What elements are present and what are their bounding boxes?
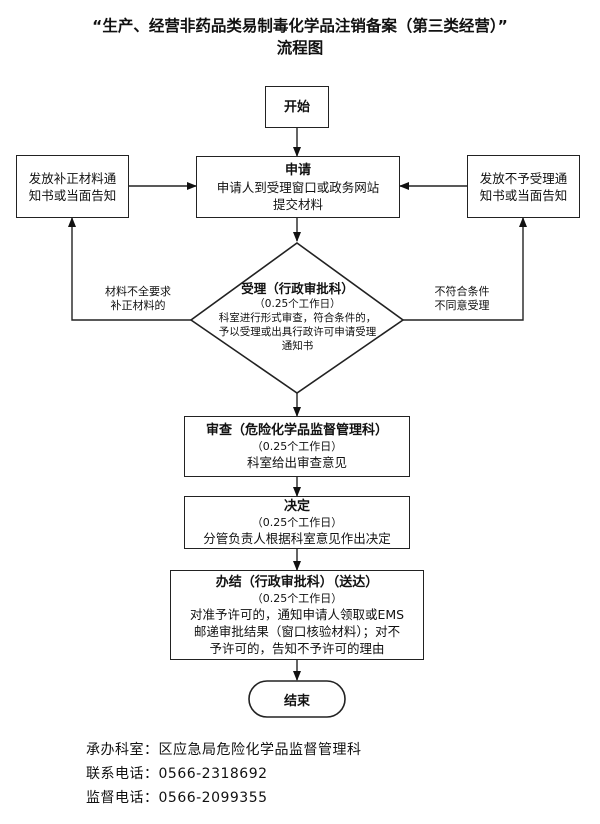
apply-heading: 申请 xyxy=(284,162,311,178)
decision-node: 决定 （0.25个工作日） 分管负责人根据科室意见作出决定 xyxy=(184,496,410,549)
end-node: 结束 xyxy=(249,681,345,717)
left-notice-line: 知书或当面告知 xyxy=(28,187,117,203)
left-edge-label-line: 材料不全要求 xyxy=(105,285,171,298)
apply-node: 申请 申请人到受理窗口或政务网站 提交材料 xyxy=(196,156,400,218)
start-node: 开始 xyxy=(265,86,329,128)
apply-line: 提交材料 xyxy=(272,196,323,212)
right-edge-label-line: 不符合条件 xyxy=(434,285,490,298)
title-line-2: 流程图 xyxy=(276,39,324,57)
decision-line: 分管负责人根据科室意见作出决定 xyxy=(203,531,391,546)
footer-supervise: 监督电话：0566-2099355 xyxy=(86,790,268,806)
right-notice-line: 发放不予受理通 xyxy=(479,170,568,186)
accept-line: 予以受理或出具行政许可申请受理 xyxy=(218,326,377,338)
end-label: 结束 xyxy=(283,693,310,709)
right-notice-line: 知书或当面告知 xyxy=(479,187,568,203)
title-line-1: “生产、经营非药品类易制毒化学品注销备案（第三类经营）” xyxy=(92,17,508,35)
finish-line: 对准予许可的，通知申请人领取或EMS xyxy=(189,606,405,622)
accept-diamond xyxy=(189,242,405,394)
accept-heading: 受理（行政审批科） xyxy=(241,281,354,296)
accept-node: 受理（行政审批科） （0.25个工作日） 科室进行形式审查，符合条件的， 予以受… xyxy=(195,281,400,353)
left-edge-label-line: 补正材料的 xyxy=(110,299,166,312)
end-terminator-shape xyxy=(248,680,346,718)
arrow-accept-to-left-notice xyxy=(68,217,191,321)
arrow-accept-to-right-notice xyxy=(403,217,527,321)
accept-line: 通知书 xyxy=(281,340,314,352)
finish-time: （0.25个工作日） xyxy=(251,591,343,605)
footer-contact: 联系电话：0566-2318692 xyxy=(86,766,268,782)
decision-heading: 决定 xyxy=(283,499,310,514)
left-edge-label: 材料不全要求 补正材料的 xyxy=(88,285,188,313)
decision-time: （0.25个工作日） xyxy=(251,516,343,529)
left-notice-line: 发放补正材料通 xyxy=(28,170,117,186)
review-node: 审查（危险化学品监督管理科） （0.25个工作日） 科室给出审查意见 xyxy=(184,416,410,477)
apply-line: 申请人到受理窗口或政务网站 xyxy=(216,179,380,195)
finish-heading: 办结（行政审批科）（送达） xyxy=(215,574,379,590)
start-label: 开始 xyxy=(283,99,310,115)
finish-node: 办结（行政审批科）（送达） （0.25个工作日） 对准予许可的，通知申请人领取或… xyxy=(170,570,424,660)
right-edge-label: 不符合条件 不同意受理 xyxy=(412,285,512,313)
review-time: （0.25个工作日） xyxy=(251,440,343,453)
right-edge-label-line: 不同意受理 xyxy=(434,299,490,312)
accept-line: 科室进行形式审查，符合条件的， xyxy=(218,312,377,324)
finish-line: 邮递审批结果（窗口核验材料）；对不 xyxy=(193,623,401,639)
review-line: 科室给出审查意见 xyxy=(246,455,347,470)
accept-time: （0.25个工作日） xyxy=(254,298,341,310)
footer-office: 承办科室：区应急局危险化学品监督管理科 xyxy=(86,742,362,758)
review-heading: 审查（危险化学品监督管理科） xyxy=(205,423,388,438)
right-notice-node: 发放不予受理通 知书或当面告知 xyxy=(467,155,580,218)
finish-line: 予许可的，告知不予许可的理由 xyxy=(209,640,385,656)
left-notice-node: 发放补正材料通 知书或当面告知 xyxy=(16,155,129,218)
